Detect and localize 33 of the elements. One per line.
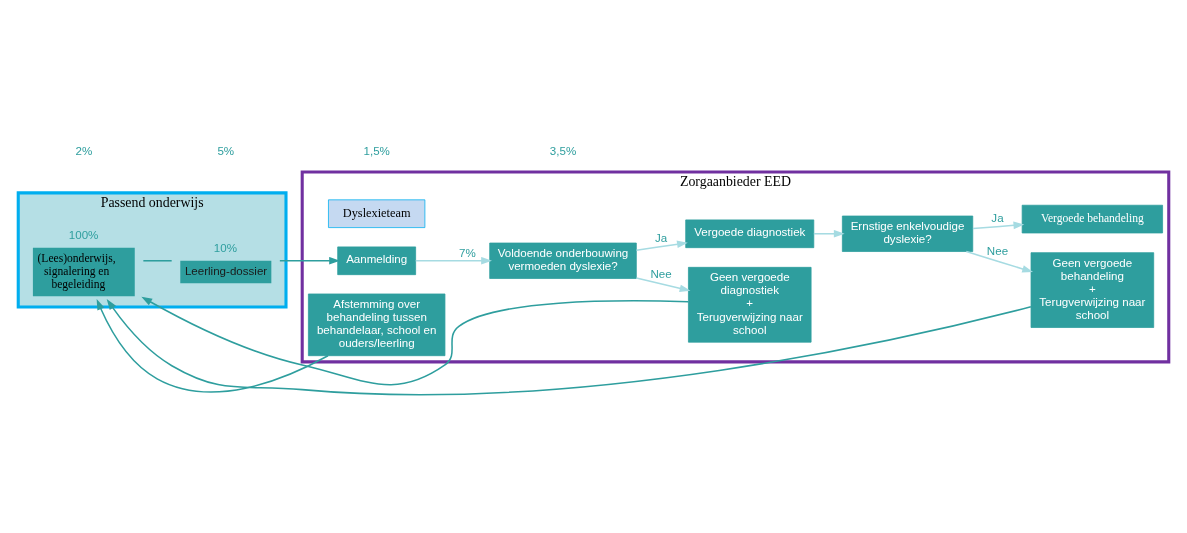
- arrow: [965, 250, 1034, 273]
- arrow: [414, 257, 492, 265]
- edge-label: Nee: [650, 267, 672, 280]
- node-box: (Lees)onderwijs, signalering en begeleiding: [32, 247, 135, 297]
- node-box: Vergoede behandeling: [1021, 204, 1163, 234]
- edge-label: Ja: [654, 232, 668, 245]
- label: 2%: [75, 144, 93, 157]
- edge-label: Ja: [991, 212, 1004, 225]
- node-box: Geen vergoede behandeling + Terugverwijzing naar school: [1030, 252, 1155, 328]
- node-box: Aanmelding: [337, 246, 417, 276]
- node-box: Leerling-dossier: [180, 260, 272, 284]
- arrow: [106, 299, 1032, 396]
- arrow: [813, 230, 845, 238]
- node-box: Afstemming over behandeling tussen behandelaar, school en ouders/leerling: [308, 293, 446, 357]
- label: 5%: [217, 144, 235, 157]
- connector: [142, 260, 173, 262]
- label: 1,5%: [363, 144, 390, 157]
- arrow: [279, 257, 340, 265]
- node-box: Dyslexieteam: [328, 199, 426, 228]
- arrow: [635, 240, 688, 251]
- edge-label: 7%: [458, 246, 476, 259]
- arrow: [972, 221, 1025, 230]
- node-box: Ernstige enkelvoudige dyslexie?: [841, 215, 974, 252]
- node-box: Geen vergoede diagnostiek + Terugverwijzing naar school: [688, 266, 812, 343]
- label: 3,5%: [549, 144, 577, 157]
- node-label: 10%: [213, 242, 238, 255]
- arrow: [141, 296, 689, 386]
- arrow: [96, 298, 329, 393]
- node-label: 100%: [68, 229, 99, 242]
- node-box: Voldoende onderbouwing vermoeden dyslexie?: [489, 242, 637, 279]
- edge-label: Nee: [986, 245, 1009, 258]
- arrow: [635, 277, 691, 293]
- node-box: Vergoede diagnostiek: [685, 219, 815, 249]
